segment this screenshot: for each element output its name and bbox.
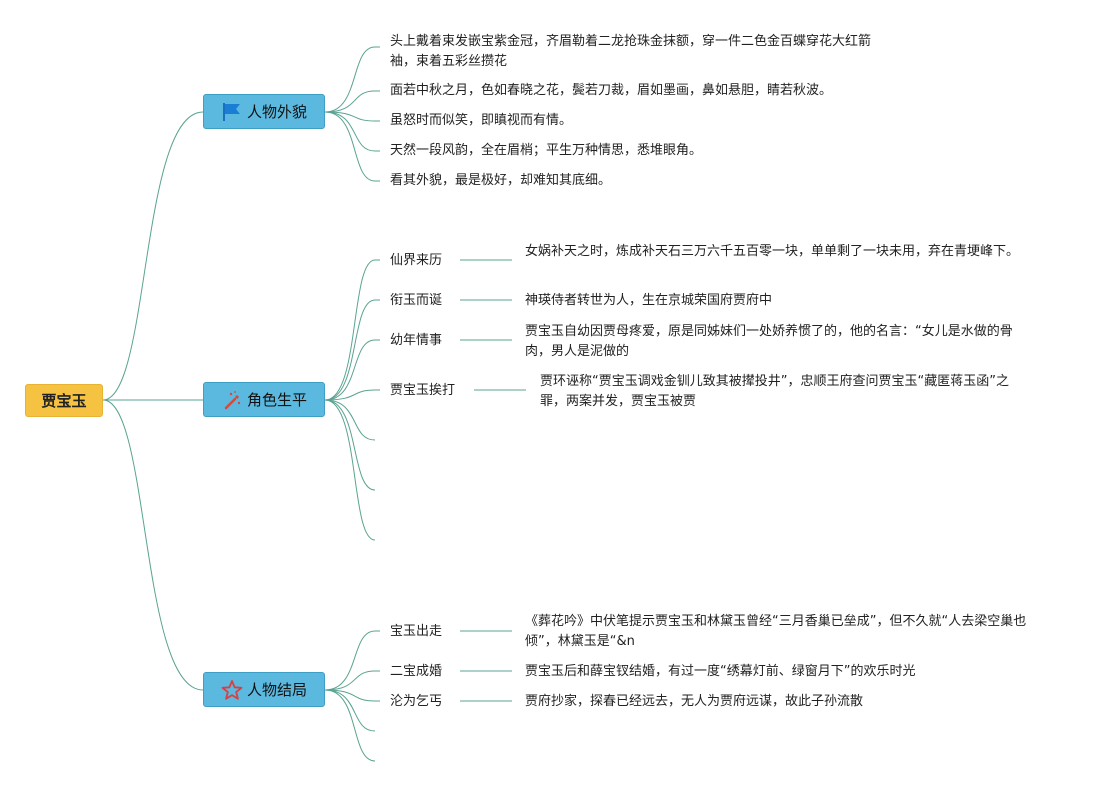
sparkle-wand-icon — [221, 389, 243, 411]
appearance-item: 看其外貌，最是极好，却难知其底细。 — [390, 173, 612, 188]
branch-label: 角色生平 — [246, 391, 307, 409]
ending-detail: 贾府抄家，探春已经远去，无人为贾府远谋，故此子孙流散 — [525, 694, 864, 709]
appearance-item: 天然一段风韵，全在眉梢；平生万种情思，悉堆眼角。 — [390, 143, 703, 158]
ending-detail: 贾宝玉后和薛宝钗结婚，有过一度“绣幕灯前、绿窗月下”的欢乐时光 — [525, 664, 916, 679]
appearance-item: 面若中秋之月，色如春晓之花，鬓若刀裁，眉如墨画，鼻如悬胆，睛若秋波。 — [390, 83, 833, 98]
life-topic: 幼年情事 — [390, 333, 443, 348]
ending-topic: 宝玉出走 — [390, 624, 443, 639]
life-topic: 仙界来历 — [390, 253, 443, 268]
life-detail: 贾宝玉自幼因贾母疼爱，原是同姊妹们一处娇养惯了的，他的名言：“女儿是水做的骨肉，… — [525, 324, 1013, 359]
blue-flag-icon — [221, 101, 243, 123]
ending-detail: 《葬花吟》中伏笔提示贾宝玉和林黛玉曾经“三月香巢已垒成”，但不久就“人去梁空巢也… — [525, 614, 1027, 649]
branch-appearance[interactable]: 人物外貌 — [203, 94, 325, 129]
branch-ending[interactable]: 人物结局 — [203, 672, 325, 707]
life-topic: 贾宝玉挨打 — [390, 383, 456, 398]
branch-label: 人物结局 — [246, 681, 307, 699]
ending-topic: 二宝成婚 — [390, 664, 443, 679]
appearance-item: 头上戴着束发嵌宝紫金冠，齐眉勒着二龙抢珠金抹额，穿一件二色金百蝶穿花大红箭袖，束… — [390, 34, 872, 69]
root-node[interactable]: 贾宝玉 — [25, 384, 103, 417]
red-star-icon — [221, 679, 243, 701]
appearance-item: 虽怒时而似笑，即瞋视而有情。 — [390, 113, 573, 128]
life-detail: 神瑛侍者转世为人，生在京城荣国府贾府中 — [525, 293, 773, 308]
ending-topic: 沦为乞丐 — [390, 694, 443, 709]
root-label: 贾宝玉 — [41, 392, 87, 410]
branch-label: 人物外貌 — [246, 103, 307, 121]
life-topic: 衔玉而诞 — [390, 293, 443, 308]
life-detail: 女娲补天之时，炼成补天石三万六千五百零一块，单单剩了一块未用，弃在青埂峰下。 — [525, 244, 1020, 259]
branch-life-story[interactable]: 角色生平 — [203, 382, 325, 417]
life-detail: 贾环诬称“贾宝玉调戏金钏儿致其被撵投井”，忠顺王府查问贾宝玉“藏匿蒋玉函”之罪，… — [540, 374, 1009, 409]
